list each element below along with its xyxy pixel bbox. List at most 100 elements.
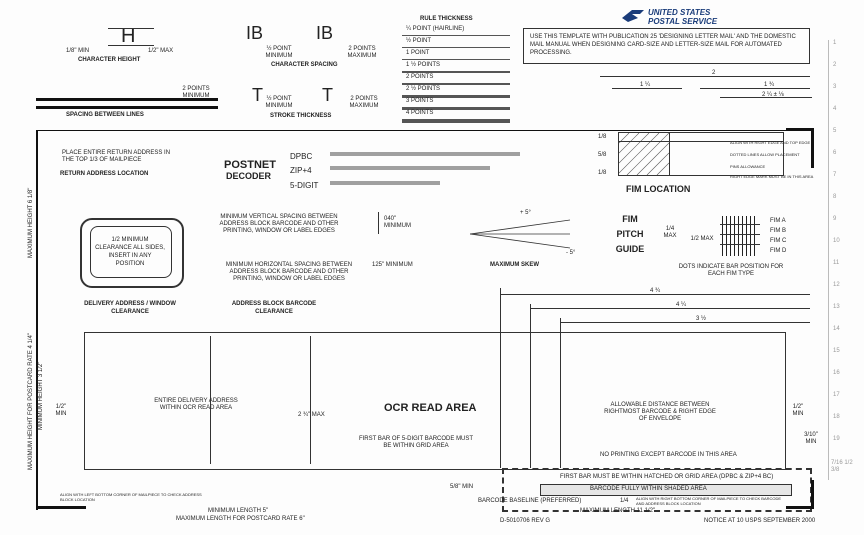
line-spacing-title: SPACING BETWEEN LINES: [66, 112, 144, 118]
dim-line-3h: [560, 322, 810, 323]
postnet-code-zip4: ZIP+4: [290, 166, 312, 175]
skew-diagram: [470, 219, 571, 249]
vertical-spacing-value: 040" MINIMUM: [384, 216, 411, 229]
template-code: D-5010706 REV G: [500, 518, 551, 524]
envelope-top-edge: [36, 130, 812, 131]
no-print-text: NO PRINTING EXCEPT BARCODE IN THIS AREA: [600, 452, 737, 458]
usps-name-line2: POSTAL SERVICE: [648, 17, 718, 26]
fim-label-d: FIM D: [770, 248, 787, 254]
fim-pitch-bars: [720, 216, 798, 256]
ruler-tick-label: 5: [833, 128, 837, 134]
dim-vert-2: [530, 304, 531, 468]
fim-note-1: ALIGN WITH RIGHT EDGE AND TOP EDGE: [730, 140, 811, 145]
max-postcard-length-label: MAXIMUM LENGTH FOR POSTCARD RATE 6": [176, 516, 305, 522]
fim-label-a: FIM A: [770, 218, 786, 224]
postcard-height-label: MAXIMUM HEIGHT FOR POSTCARD RATE 4 1/4": [28, 333, 34, 470]
envelope-left-edge: [36, 130, 38, 510]
rule-row: 1 ½ POINTS: [402, 60, 510, 73]
rule-thickness-table: ¼ POINT (HAIRLINE) ½ POINT 1 POINT 1 ½ P…: [402, 24, 512, 124]
fim-pitch-note: DOTS INDICATE BAR POSITION FOR EACH FIM …: [678, 264, 784, 277]
ruler-tick-label: 13: [833, 304, 840, 310]
fim-note-3: PINS ALLOWANCE: [730, 164, 766, 169]
dim-label-2: 2: [712, 70, 716, 76]
horizontal-spacing-text: MINIMUM HORIZONTAL SPACING BETWEEN ADDRE…: [225, 262, 353, 282]
fim-location-area: [618, 132, 784, 176]
address-block-title: ADDRESS BLOCK BARCODE CLEARANCE: [231, 301, 317, 315]
line-spacing-rule-top: [36, 98, 218, 101]
ruler-tick-label: 1: [833, 40, 837, 46]
stroke-right-label: 2 POINTS MAXIMUM: [349, 96, 379, 109]
rule-row: 1 POINT: [402, 48, 510, 60]
ruler-tick-label: 16: [833, 370, 840, 376]
line-spacing-value: 2 POINTS MINIMUM: [182, 86, 210, 99]
usps-name-line1: UNITED STATES: [648, 8, 711, 17]
ocr-read-area: [84, 332, 786, 470]
line-spacing-rule-bottom: [36, 106, 218, 109]
ruler-tick-label: 3: [833, 84, 837, 90]
fim-hatch: [619, 133, 669, 175]
ocr-title: OCR READ AREA: [384, 402, 477, 414]
envelope-bottom-edge: [36, 506, 86, 509]
fim-pitch-title-3: GUIDE: [615, 244, 645, 254]
ocr-min-small: 3/10" MIN: [804, 432, 818, 445]
envelope-right-edge: [811, 128, 814, 168]
ruler-tick-label: 15: [833, 348, 840, 354]
barcode-shaded-area: [540, 484, 792, 496]
fim-note-2: DOTTED LINES ALLOW PLACEMENT: [730, 152, 800, 157]
skew-plus: + 5°: [520, 210, 531, 216]
dim-label-2q: 2 ¼ ± ⅛: [762, 92, 784, 98]
char-spacing-title: CHARACTER SPACING: [271, 62, 338, 68]
ruler-tick-label: 4: [833, 106, 837, 112]
dim-vert-1: [500, 288, 501, 468]
max-length-label: MAXIMUM LENGTH 11 1/2": [580, 508, 656, 514]
fim-pitch-max-2: 1/2 MAX: [690, 236, 714, 242]
char-spacing-glyph-left: IB: [246, 23, 264, 43]
right-ruler: 1 2 3 4 5 6 7 8 9 10 11 12 13 14 15 16 1…: [828, 40, 859, 480]
char-height-min: 1/8" MIN: [66, 48, 90, 54]
dim-line-1h: [700, 88, 810, 89]
stroke-glyph-left: T: [252, 85, 263, 105]
ruler-tick-label: 6: [833, 150, 837, 156]
rule-row: 2 ½ POINTS: [402, 84, 510, 98]
envelope-right-bottom-edge: [811, 480, 814, 509]
fim-dim-a: 1/8: [598, 134, 607, 140]
fim-divider: [669, 133, 670, 175]
notice-text: NOTICE AT 10 USPS SEPTEMBER 2000: [704, 518, 816, 524]
fim-label-c: FIM C: [770, 238, 787, 244]
rule-row: ½ POINT: [402, 36, 510, 48]
dim-line-4q: [500, 294, 810, 295]
dim-line-2: [600, 76, 810, 77]
vertical-spacing-text: MINIMUM VERTICAL SPACING BETWEEN ADDRESS…: [219, 214, 339, 234]
barcode-first-bar-text: FIRST BAR MUST BE WITHIN HATCHED OR GRID…: [560, 474, 774, 480]
ruler-tick-label: 9: [833, 216, 837, 222]
barcode-baseline-text: BARCODE BASELINE (PREFERRED): [478, 498, 582, 504]
max-height-label: MAXIMUM HEIGHT 6 1/8": [28, 187, 34, 258]
dim-vert-3: [560, 318, 561, 468]
fim-location-title: FIM LOCATION: [626, 184, 691, 194]
skew-minus: - 5°: [566, 250, 576, 256]
ocr-first-bar-text: FIRST BAR OF 5-DIGIT BARCODE MUST BE WIT…: [358, 436, 474, 449]
barcode-align-right-text: ALIGN WITH RIGHT BOTTOM CORNER OF MAILPI…: [636, 496, 782, 506]
char-height-title: CHARACTER HEIGHT: [78, 57, 141, 63]
ocr-allowable-text: ALLOWABLE DISTANCE BETWEEN RIGHTMOST BAR…: [604, 402, 716, 422]
dim-label-1q: 1 ¼: [640, 82, 651, 88]
usps-eagle-icon: [622, 10, 644, 22]
min-height-label: MINIMUM HEIGHT 3 1/2": [38, 361, 44, 430]
ruler-side-text: 7/16 1/2 3/8: [831, 460, 853, 473]
postnet-code-5digit: 5-DIGIT: [290, 181, 319, 190]
postnet-code-dpbc: DPBC: [290, 152, 313, 161]
rule-row: ¼ POINT (HAIRLINE): [402, 24, 510, 36]
skew-title: MAXIMUM SKEW: [490, 262, 539, 268]
fim-dim-c: 1/8: [598, 170, 607, 176]
char-spacing-left-label: ½ POINT MINIMUM: [265, 46, 293, 59]
ocr-max-height: 2 ¾" MAX: [298, 412, 325, 418]
dim-line-1q: [612, 88, 682, 89]
fim-label-b: FIM B: [770, 228, 786, 234]
rule-thickness-title: RULE THICKNESS: [420, 16, 473, 22]
stroke-title: STROKE THICKNESS: [270, 113, 332, 119]
ruler-tick-label: 19: [833, 436, 840, 442]
fim-note-4: RIGHT EDGE MARK MUST BE IN THIS AREA: [730, 174, 814, 179]
min-length-label: MINIMUM LENGTH 5": [208, 508, 269, 514]
return-address-title: RETURN ADDRESS LOCATION: [60, 171, 149, 177]
